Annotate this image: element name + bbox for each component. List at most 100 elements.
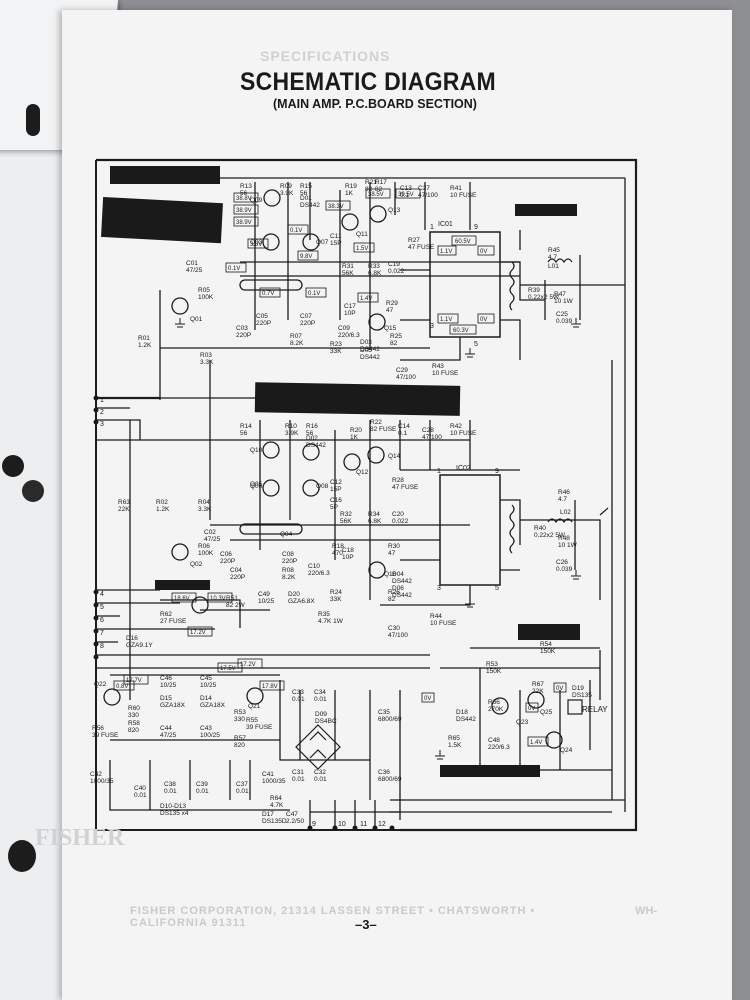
binder-hole bbox=[26, 104, 40, 136]
voltage-tag: 0.7V bbox=[262, 291, 274, 297]
component-value: 220/6.3 bbox=[488, 744, 510, 751]
component-ref: C03 bbox=[236, 325, 248, 332]
component-ref: R01 bbox=[138, 335, 150, 342]
component-value: 82 bbox=[375, 186, 383, 193]
component-ref: C49 bbox=[258, 591, 270, 598]
transistor-label: Q13 bbox=[388, 207, 401, 214]
component-ref: R20 bbox=[350, 427, 362, 434]
component-value: 0.01 bbox=[164, 788, 177, 795]
component-ref: C04 bbox=[230, 567, 242, 574]
component-ref: R32 bbox=[340, 511, 352, 518]
component-ref: C26 bbox=[556, 559, 568, 566]
component-ref: R65 bbox=[448, 735, 460, 742]
component-ref: R47 bbox=[554, 291, 566, 298]
component-value: 47 FUSE bbox=[392, 484, 419, 491]
ic02-pin: 5 bbox=[495, 585, 499, 592]
component-ref: C38 bbox=[164, 781, 176, 788]
ic01-label: IC01 bbox=[438, 221, 453, 228]
component-value: DS4BC bbox=[315, 718, 337, 725]
component-ref: C48 bbox=[488, 737, 500, 744]
component-ref: R15 bbox=[300, 183, 312, 190]
transistor-label: Q15 bbox=[384, 325, 397, 332]
component-ref: R03 bbox=[200, 352, 212, 359]
ic01-volt: 60.3V bbox=[453, 328, 469, 334]
transistor-label: Q11 bbox=[356, 231, 368, 238]
component-value: 220P bbox=[282, 558, 297, 565]
voltage-tag-box bbox=[259, 680, 285, 691]
component-ref: R35 bbox=[318, 611, 330, 618]
component-ref: D19 bbox=[572, 685, 584, 692]
component-value: 10/25 bbox=[258, 598, 275, 605]
component-value: 10 FUSE bbox=[432, 370, 459, 377]
component-ref: R29 bbox=[386, 300, 398, 307]
component-ref: D17 bbox=[262, 811, 274, 818]
transistor-label: Q23 bbox=[516, 719, 529, 726]
voltage-tag-box bbox=[527, 736, 549, 747]
component-ref: R21 bbox=[365, 179, 377, 186]
component-value: 4.7K 1W bbox=[318, 618, 344, 625]
voltage-tag: 38.5V bbox=[368, 192, 384, 198]
component-value: 220P bbox=[256, 320, 271, 327]
component-ref: R54 bbox=[540, 641, 552, 648]
component-value: 39 FUSE bbox=[246, 724, 273, 731]
component-value: 0.01 bbox=[134, 792, 147, 799]
component-ref: C27 bbox=[418, 185, 430, 192]
component-ref: C20 bbox=[392, 511, 404, 518]
voltage-tag-box bbox=[553, 682, 567, 693]
component-ref: R06 bbox=[198, 543, 210, 550]
transistor-label: Q22 bbox=[94, 681, 107, 688]
ic01-pin: 1 bbox=[430, 224, 434, 231]
component-ref: C45 bbox=[200, 675, 212, 682]
component-ref: C10 bbox=[308, 563, 320, 570]
component-value: 33K bbox=[330, 596, 342, 603]
component-ref: L01 bbox=[548, 263, 559, 270]
voltage-tag-box bbox=[395, 188, 421, 199]
transistor-label: Q04 bbox=[280, 531, 293, 538]
component-value: 0.01 bbox=[196, 788, 209, 795]
component-ref: R23 bbox=[330, 341, 342, 348]
voltage-tag-box bbox=[365, 188, 391, 199]
component-value: 6800/69 bbox=[378, 776, 402, 783]
component-value: DS135D bbox=[262, 818, 287, 825]
component-value: 1.2K bbox=[138, 342, 152, 349]
component-value: 82 bbox=[390, 340, 398, 347]
component-ref: R53 bbox=[234, 709, 246, 716]
voltage-tag: 9.8V bbox=[300, 254, 312, 260]
component-value: DS442 bbox=[306, 442, 326, 449]
component-value: 27 FUSE bbox=[160, 618, 187, 625]
bridge-rectifier bbox=[295, 724, 341, 770]
component-value: 1.2K bbox=[156, 506, 170, 513]
voltage-tag-box bbox=[233, 204, 259, 215]
component-ref: R25 bbox=[390, 333, 402, 340]
component-value: 10P bbox=[342, 554, 354, 561]
corporation-line: FISHER CORPORATION, 21314 LASSEN STREET … bbox=[130, 905, 536, 929]
voltage-tag: 18.6V bbox=[174, 596, 190, 602]
transistor-label: Q14 bbox=[388, 453, 401, 460]
voltage-tag-box bbox=[421, 692, 435, 703]
component-ref: C37 bbox=[236, 781, 248, 788]
component-ref: R67 bbox=[532, 681, 544, 688]
voltage-tag: 0V bbox=[556, 686, 563, 692]
component-value: 820 bbox=[234, 742, 245, 749]
component-value: 10 FUSE bbox=[430, 620, 457, 627]
component-value: 22K bbox=[118, 506, 130, 513]
voltage-tag-box bbox=[297, 250, 319, 261]
component-value: 47/100 bbox=[388, 632, 408, 639]
component-ref: C28 bbox=[422, 427, 434, 434]
component-ref: C07 bbox=[300, 313, 312, 320]
component-value: 1000/35 bbox=[262, 778, 286, 785]
component-value: 47 bbox=[386, 307, 394, 314]
component-value: 220P bbox=[300, 320, 315, 327]
component-value: 47/100 bbox=[418, 192, 438, 199]
binder-hole bbox=[8, 840, 36, 872]
component-value: 1000/35 bbox=[90, 778, 114, 785]
terminal-number: 1 bbox=[100, 397, 104, 404]
component-ref: C43 bbox=[200, 725, 212, 732]
component-ref: R10 bbox=[285, 423, 297, 430]
page-number: –3– bbox=[355, 917, 377, 932]
component-ref: R13 bbox=[240, 183, 252, 190]
component-value: 1K bbox=[345, 190, 354, 197]
voltage-tag-box bbox=[357, 292, 379, 303]
component-value: 270K bbox=[488, 706, 504, 713]
